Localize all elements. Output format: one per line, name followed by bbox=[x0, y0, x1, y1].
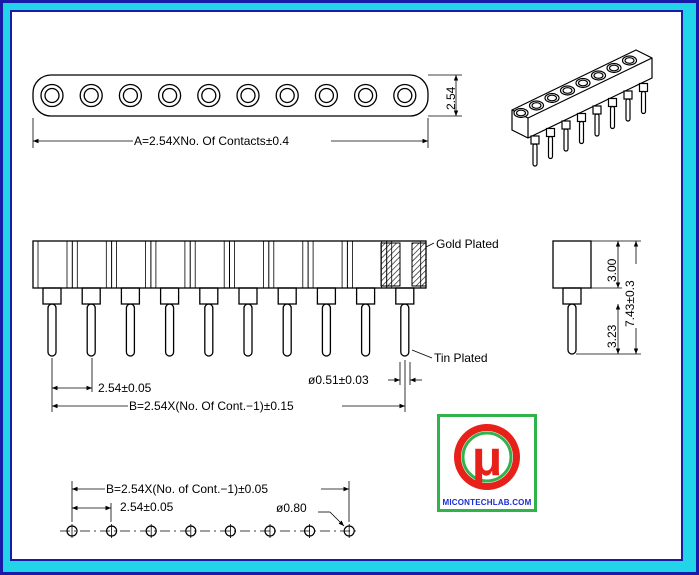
front-pin-collar bbox=[395, 287, 415, 305]
front-pin bbox=[86, 303, 96, 357]
top-contact-outer bbox=[197, 83, 221, 108]
top-contact-outer bbox=[275, 83, 299, 108]
front-pin bbox=[243, 303, 253, 357]
top-contact-outer bbox=[157, 83, 182, 108]
front-pin-collar bbox=[316, 287, 337, 305]
front-pin bbox=[204, 303, 214, 357]
front-pin-collar bbox=[238, 287, 258, 305]
logo-symbol: μ bbox=[472, 430, 503, 486]
logo-emblem: μ bbox=[454, 424, 520, 490]
side-lower-label: 3.23 bbox=[605, 324, 619, 348]
top-contact-outer bbox=[353, 83, 378, 108]
gold-plated-label: Gold Plated bbox=[436, 237, 499, 251]
front-pin-collar bbox=[159, 287, 180, 305]
front-pin bbox=[400, 303, 410, 357]
top-contact-outer bbox=[236, 83, 260, 108]
top-contact-inner bbox=[318, 87, 335, 104]
front-pin-collar bbox=[42, 287, 62, 305]
front-pin-collar bbox=[355, 287, 376, 305]
side-upper-label: 3.00 bbox=[605, 258, 619, 282]
dim-length-label: A=2.54XNo. Of Contacts±0.4 bbox=[134, 134, 289, 148]
top-contact-outer bbox=[79, 83, 103, 108]
iso-pin bbox=[594, 113, 600, 137]
side-total-label: 7.43±0.3 bbox=[623, 280, 637, 327]
front-pin-collar bbox=[81, 287, 101, 305]
top-contact-outer bbox=[40, 83, 64, 108]
top-contact-inner bbox=[201, 87, 217, 104]
top-view bbox=[32, 74, 462, 148]
iso-pin bbox=[578, 120, 585, 145]
gold-plated-hatch bbox=[380, 242, 401, 287]
top-contact-inner bbox=[161, 87, 178, 104]
top-contact-outer bbox=[393, 83, 417, 108]
pin-diameter-label: ø0.51±0.03 bbox=[308, 373, 369, 387]
front-pin bbox=[321, 303, 332, 357]
iso-pin bbox=[532, 143, 538, 167]
iso-pin bbox=[563, 128, 569, 152]
top-contact-outer bbox=[118, 83, 143, 108]
iso-pin bbox=[625, 98, 631, 122]
top-contact-inner bbox=[397, 87, 413, 104]
tin-plated-label: Tin Plated bbox=[434, 351, 488, 365]
front-pin-collar bbox=[277, 287, 297, 305]
top-contact-inner bbox=[44, 87, 60, 104]
top-contact-inner bbox=[122, 87, 139, 104]
iso-pin bbox=[609, 105, 616, 130]
isometric-view bbox=[511, 49, 653, 167]
dim-b-bottom-label: B=2.54X(No. of Cont.−1)±0.05 bbox=[106, 482, 268, 496]
top-contact-inner bbox=[279, 87, 295, 104]
dim-width-label: 2.54 bbox=[444, 86, 458, 110]
top-contact-inner bbox=[240, 87, 256, 104]
micontechlab-logo: μ MICONTECHLAB.COM bbox=[437, 414, 537, 512]
top-contact-outer bbox=[314, 83, 339, 108]
pitch-front-label: 2.54±0.05 bbox=[98, 381, 152, 395]
iso-pin bbox=[640, 90, 647, 115]
front-pin-collar bbox=[199, 287, 219, 305]
iso-pin bbox=[547, 135, 554, 160]
front-pin bbox=[360, 303, 371, 357]
hole-diameter-label: ø0.80 bbox=[276, 501, 307, 515]
front-pin bbox=[282, 303, 292, 357]
front-pin bbox=[164, 303, 175, 357]
front-pin bbox=[47, 303, 57, 357]
pitch-bottom-label: 2.54±0.05 bbox=[120, 500, 174, 514]
top-contact-inner bbox=[83, 87, 99, 104]
front-view bbox=[32, 240, 435, 412]
side-body bbox=[552, 240, 592, 289]
front-pin bbox=[125, 303, 136, 357]
front-pin-collar bbox=[120, 287, 141, 305]
dim-b-front-label: B=2.54X(No. Of Cont.−1)±0.15 bbox=[129, 399, 294, 413]
side-view bbox=[552, 240, 641, 355]
top-contact-inner bbox=[357, 87, 374, 104]
logo-text: MICONTECHLAB.COM bbox=[442, 498, 532, 507]
top-view-body bbox=[32, 74, 429, 117]
